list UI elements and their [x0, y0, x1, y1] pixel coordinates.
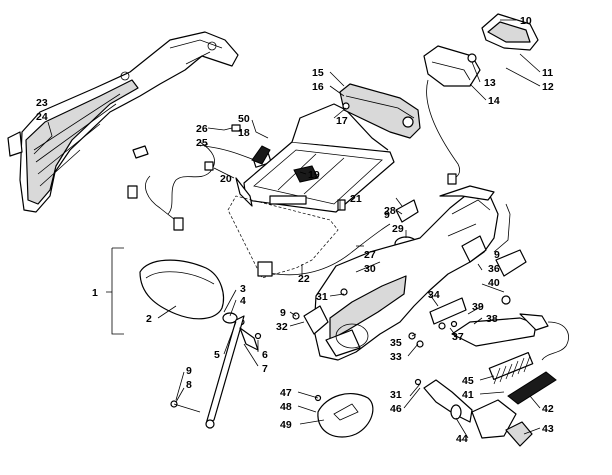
- callout-8: 8: [186, 379, 192, 391]
- callout-27: 27: [364, 249, 376, 261]
- callout-13: 13: [484, 77, 496, 89]
- callout-31-frame: 31: [316, 291, 328, 303]
- callout-43: 43: [542, 423, 554, 435]
- callout-45: 45: [462, 375, 474, 387]
- seat-cushion-part: [139, 259, 262, 429]
- callout-40: 40: [488, 277, 500, 289]
- callout-4: 4: [240, 295, 246, 307]
- callout-7: 7: [262, 363, 268, 375]
- callout-9-seat: 9: [186, 365, 192, 377]
- callout-29: 29: [392, 223, 404, 235]
- callout-3: 3: [240, 283, 246, 295]
- side-panel-part: [7, 31, 239, 213]
- callout-34: 34: [428, 289, 440, 301]
- callout-5: 5: [214, 349, 220, 361]
- callout-16: 16: [312, 81, 324, 93]
- callout-23: 23: [36, 97, 48, 109]
- taillight-part: [423, 13, 539, 185]
- callout-41: 41: [462, 389, 474, 401]
- callout-17: 17: [336, 115, 348, 127]
- callout-18: 18: [238, 127, 250, 139]
- callout-21: 21: [350, 193, 362, 205]
- callout-48: 48: [280, 401, 292, 413]
- callout-6: 6: [262, 349, 268, 361]
- callout-32: 32: [276, 321, 288, 333]
- callout-39: 39: [472, 301, 484, 313]
- callout-2: 2: [146, 313, 152, 325]
- callout-22: 22: [298, 273, 310, 285]
- callout-26: 26: [196, 123, 208, 135]
- callout-35: 35: [390, 337, 402, 349]
- grab-bar-part: [339, 83, 421, 139]
- callout-31-step: 31: [390, 389, 402, 401]
- callout-20: 20: [220, 173, 232, 185]
- callout-labels: 1 2 3 4 5 6 7 8 9 9 9 9 10 11 12 13 14 1…: [36, 15, 554, 445]
- callout-11: 11: [542, 67, 553, 79]
- callout-44: 44: [456, 433, 468, 445]
- callout-50: 50: [238, 113, 250, 125]
- callout-9-rack: 9: [384, 209, 390, 221]
- callout-33: 33: [390, 351, 402, 363]
- callout-1: 1: [92, 287, 98, 299]
- footrest-part: [429, 295, 569, 405]
- callout-15: 15: [312, 67, 324, 79]
- callout-47: 47: [280, 387, 292, 399]
- callout-38: 38: [486, 313, 498, 325]
- callout-14: 14: [488, 95, 500, 107]
- callout-10: 10: [520, 15, 532, 27]
- rear-frame-part: [303, 185, 527, 361]
- callout-19: 19: [308, 169, 320, 181]
- callout-46: 46: [390, 403, 402, 415]
- callout-25: 25: [196, 137, 208, 149]
- emblem-pad-part: [314, 393, 374, 438]
- rear-rack-part: [227, 103, 395, 279]
- callout-9-frame: 9: [494, 249, 500, 261]
- callout-30: 30: [364, 263, 376, 275]
- leader-lines: [33, 19, 541, 439]
- callout-28: 28: [384, 205, 396, 217]
- callout-24: 24: [36, 111, 48, 123]
- callout-9-bracket: 9: [280, 307, 286, 319]
- callout-12: 12: [542, 81, 554, 93]
- lower-step-part: [423, 379, 533, 447]
- callout-37: 37: [452, 331, 464, 343]
- callout-49: 49: [280, 419, 292, 431]
- callout-42: 42: [542, 403, 554, 415]
- callout-36: 36: [488, 263, 500, 275]
